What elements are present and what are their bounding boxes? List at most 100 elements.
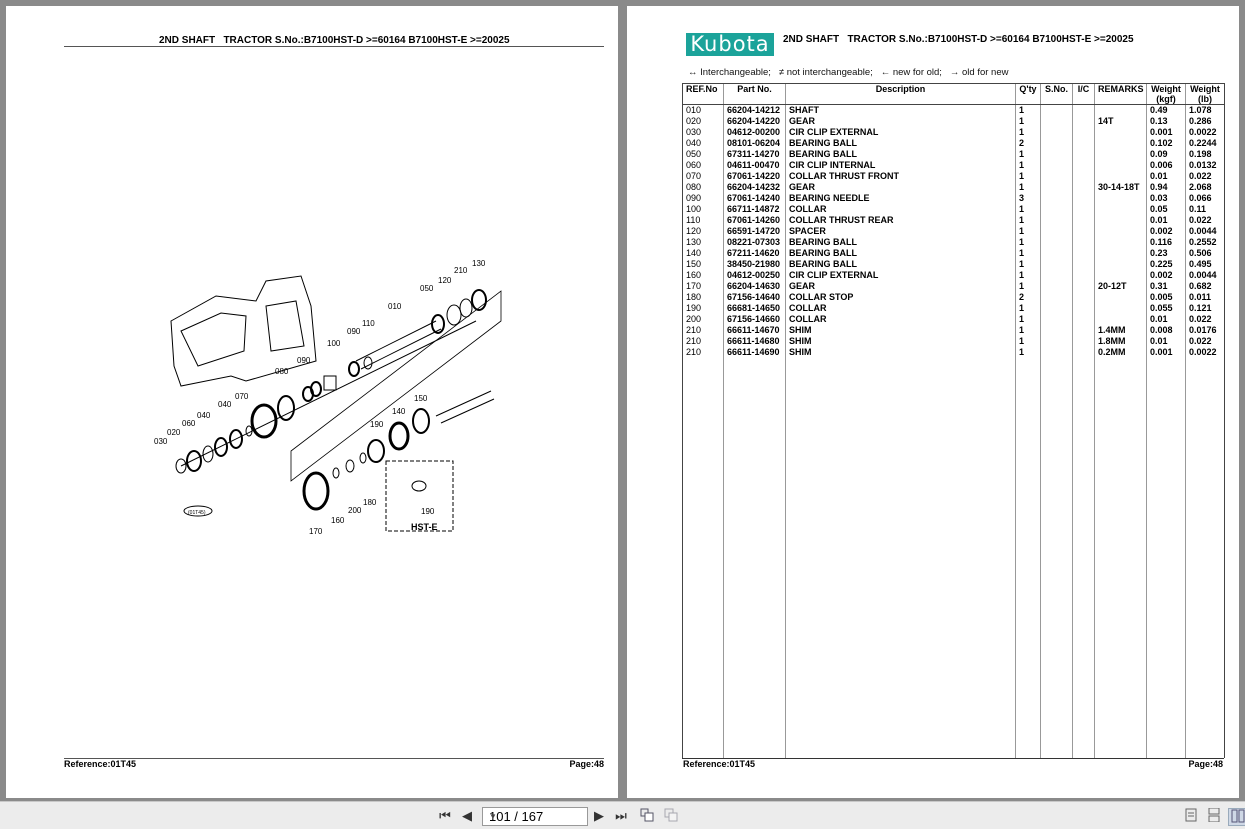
svg-text:050: 050 <box>420 284 434 293</box>
cell-ic <box>1072 248 1095 259</box>
cell-remarks: 0.2MM <box>1094 347 1147 358</box>
cell-ref-no: 090 <box>682 193 724 204</box>
cell-sno <box>1040 270 1073 281</box>
cell-description: BEARING BALL <box>785 138 1016 149</box>
cell-weight-lb: 0.066 <box>1185 193 1225 204</box>
cell-weight-lb: 0.11 <box>1185 204 1225 215</box>
cell-part-no: 67211-14620 <box>723 248 786 259</box>
cell-weight-kgf: 0.055 <box>1146 303 1186 314</box>
svg-text:110: 110 <box>362 319 375 328</box>
cell-ic <box>1072 182 1095 193</box>
parts-table: REF.No Part No. Description Q'ty S.No. I… <box>682 83 1225 758</box>
cell-remarks: 30-14-18T <box>1094 182 1147 193</box>
cell-weight-kgf: 0.01 <box>1146 314 1186 325</box>
next-page-button[interactable]: ▶ <box>592 808 606 824</box>
cell-part-no: 08101-06204 <box>723 138 786 149</box>
cell-ref-no: 110 <box>682 215 724 226</box>
cell-sno <box>1040 138 1073 149</box>
svg-text:100: 100 <box>327 339 341 348</box>
prev-page-button[interactable]: ◀ <box>460 808 474 824</box>
cell-qty: 1 <box>1015 104 1041 116</box>
cell-weight-kgf: 0.01 <box>1146 336 1186 347</box>
cell-weight-kgf: 0.116 <box>1146 237 1186 248</box>
cell-sno <box>1040 325 1073 336</box>
cell-qty: 1 <box>1015 303 1041 314</box>
cell-weight-lb: 0.495 <box>1185 259 1225 270</box>
cell-ref-no: 060 <box>682 160 724 171</box>
cell-part-no: 67061-14260 <box>723 215 786 226</box>
cell-weight-lb: 1.078 <box>1185 104 1225 116</box>
cell-description: CIR CLIP EXTERNAL <box>785 127 1016 138</box>
cell-ic <box>1072 226 1095 237</box>
cell-sno <box>1040 281 1073 292</box>
cell-part-no: 08221-07303 <box>723 237 786 248</box>
cell-weight-kgf: 0.23 <box>1146 248 1186 259</box>
cell-remarks <box>1094 104 1147 116</box>
cell-qty: 1 <box>1015 325 1041 336</box>
cell-remarks <box>1094 259 1147 270</box>
cell-qty: 1 <box>1015 149 1041 160</box>
cell-ref-no: 190 <box>682 303 724 314</box>
page-number-select[interactable]: 101 / 167 ▼ <box>482 807 588 826</box>
cell-remarks <box>1094 149 1147 160</box>
cell-remarks <box>1094 204 1147 215</box>
cell-qty: 1 <box>1015 347 1041 358</box>
cell-remarks <box>1094 127 1147 138</box>
single-page-view-button[interactable] <box>1184 808 1198 824</box>
cell-description: COLLAR <box>785 303 1016 314</box>
cell-ic <box>1072 347 1095 358</box>
cell-remarks <box>1094 160 1147 171</box>
cell-description: COLLAR <box>785 204 1016 215</box>
cell-part-no: 66204-14220 <box>723 116 786 127</box>
continuous-view-button[interactable] <box>1207 807 1221 824</box>
cell-remarks <box>1094 270 1147 281</box>
cell-ref-no: 050 <box>682 149 724 160</box>
go-forward-view-button[interactable] <box>663 808 679 824</box>
svg-text:160: 160 <box>331 516 345 525</box>
cell-weight-lb: 0.2244 <box>1185 138 1225 149</box>
cell-ref-no: 080 <box>682 182 724 193</box>
two-page-view-button[interactable] <box>1228 808 1245 826</box>
next-page-icon: ▶ <box>594 808 604 823</box>
go-back-view-button[interactable] <box>639 808 655 824</box>
cell-weight-kgf: 0.13 <box>1146 116 1186 127</box>
cell-weight-lb: 0.121 <box>1185 303 1225 314</box>
cell-sno <box>1040 248 1073 259</box>
cell-description: BEARING BALL <box>785 149 1016 160</box>
cell-description: COLLAR THRUST FRONT <box>785 171 1016 182</box>
cell-sno <box>1040 292 1073 303</box>
cell-ic <box>1072 204 1095 215</box>
first-page-button[interactable]: ⏮ <box>437 808 453 824</box>
cell-ref-no: 120 <box>682 226 724 237</box>
footer-page: Page:48 <box>569 759 604 769</box>
cell-sno <box>1040 259 1073 270</box>
cell-part-no: 66591-14720 <box>723 226 786 237</box>
table-header-row: REF.No Part No. Description Q'ty S.No. I… <box>682 83 1225 105</box>
cell-sno <box>1040 104 1073 116</box>
svg-text:010: 010 <box>388 302 402 311</box>
cell-ic <box>1072 336 1095 347</box>
document-viewport[interactable]: 2ND SHAFT TRACTOR S.No.:B7100HST-D >=601… <box>0 0 1245 801</box>
viewer-toolbar: ⏮ ◀ 101 / 167 ▼ ▶ ⏭ <box>0 801 1245 829</box>
cell-remarks <box>1094 226 1147 237</box>
col-qty: Q'ty <box>1015 83 1041 105</box>
cell-qty: 1 <box>1015 281 1041 292</box>
cell-sno <box>1040 182 1073 193</box>
cell-qty: 1 <box>1015 270 1041 281</box>
cell-part-no: 66611-14670 <box>723 325 786 336</box>
cell-qty: 1 <box>1015 314 1041 325</box>
cell-ic <box>1072 160 1095 171</box>
last-page-button[interactable]: ⏭ <box>613 808 629 824</box>
svg-text:030: 030 <box>154 437 168 446</box>
footer-divider <box>682 758 1224 759</box>
cell-ic <box>1072 104 1095 116</box>
last-page-icon: ⏭ <box>615 808 627 823</box>
cell-part-no: 04612-00200 <box>723 127 786 138</box>
svg-text:080: 080 <box>275 367 289 376</box>
cell-ref-no: 210 <box>682 336 724 347</box>
cell-remarks: 1.4MM <box>1094 325 1147 336</box>
page-title: 2ND SHAFT TRACTOR S.No.:B7100HST-D >=601… <box>159 35 510 46</box>
